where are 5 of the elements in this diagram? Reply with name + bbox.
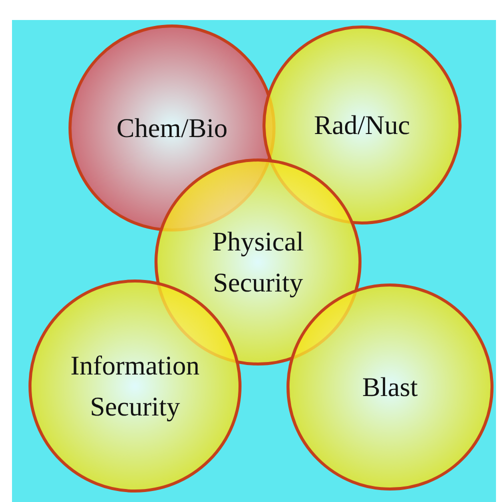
circle-label: Physical Security	[211, 226, 305, 300]
circle-label: Information Security	[70, 350, 200, 424]
circle-label: Rad/Nuc	[313, 108, 411, 142]
circle-label: Blast	[361, 370, 419, 404]
circle-label: Chem/Bio	[115, 112, 228, 145]
